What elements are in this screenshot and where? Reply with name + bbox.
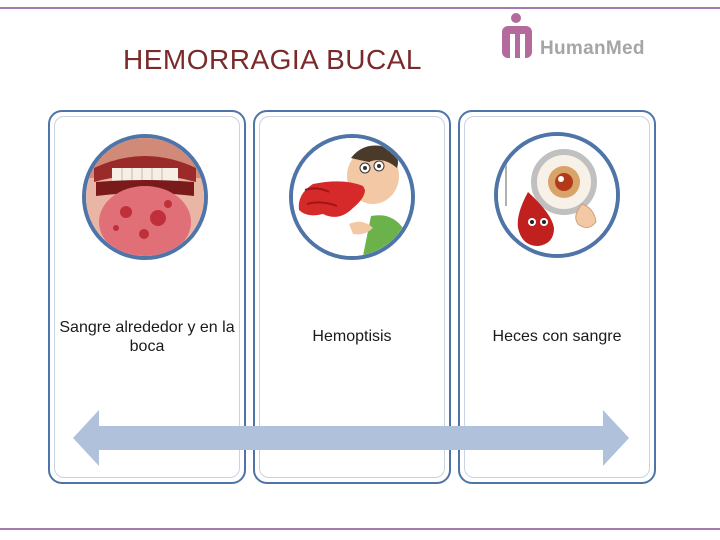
humanmed-logo: HumanMed — [498, 12, 668, 64]
card-label-hemoptysis: Hemoptisis — [312, 328, 392, 345]
coughing-blood-cartoon — [289, 134, 415, 260]
bleeding-mouth-image — [82, 134, 208, 260]
blood-drop-magnifier-cartoon — [494, 132, 620, 258]
card-label-bleeding-mouth: Sangre alrededor y en la boca — [59, 319, 235, 355]
bottom-divider — [0, 528, 720, 530]
card-label-bloody-stool: Heces con sangre — [492, 328, 622, 345]
slide-title: HEMORRAGIA BUCAL — [123, 44, 422, 75]
card-bloody-stool: Heces con sangre — [458, 110, 656, 484]
logo-text: HumanMed — [540, 38, 645, 59]
double-headed-arrow — [73, 410, 629, 466]
top-divider — [0, 7, 720, 9]
card-bleeding-mouth: Sangre alrededor y en la boca — [48, 110, 246, 484]
card-hemoptysis: Hemoptisis — [253, 110, 451, 484]
logo-person-icon — [502, 13, 532, 58]
